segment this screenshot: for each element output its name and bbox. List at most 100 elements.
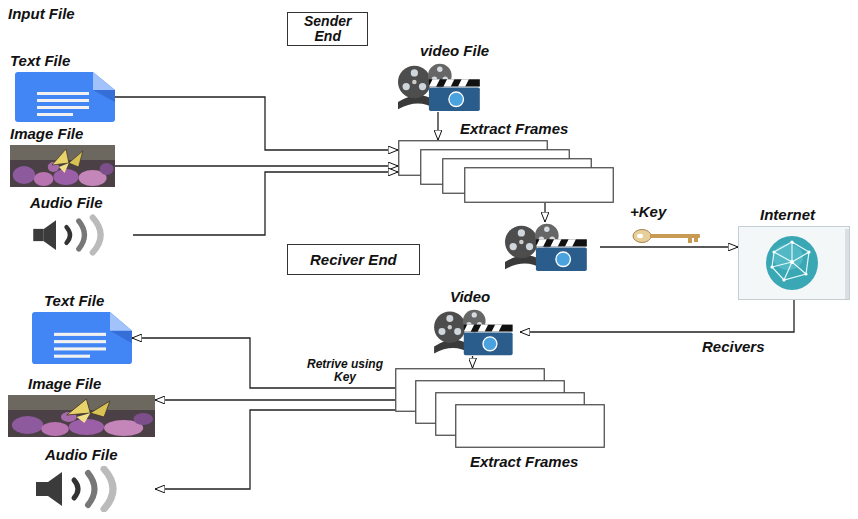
icon-part bbox=[790, 240, 793, 243]
icon-part bbox=[10, 145, 115, 187]
flow-arrow bbox=[600, 246, 738, 247]
icon-part bbox=[15, 72, 115, 122]
icon-part bbox=[93, 90, 115, 102]
flow-arrow bbox=[520, 300, 794, 332]
icon-part bbox=[398, 66, 431, 99]
key-symbol bbox=[633, 230, 700, 244]
audio-file-icon: Audio File bbox=[28, 214, 133, 256]
node-label: Image File bbox=[10, 125, 83, 142]
node-label: Text File bbox=[44, 292, 104, 309]
icon-part bbox=[782, 278, 785, 281]
icon-part bbox=[478, 325, 488, 332]
flow-arrow bbox=[115, 165, 398, 166]
edge-label: Retrive using Key bbox=[297, 358, 393, 384]
icon-part bbox=[465, 168, 614, 203]
internet-icon-drawing bbox=[738, 226, 850, 300]
icon-part bbox=[790, 260, 794, 264]
icon-part bbox=[458, 79, 469, 86]
icon-part bbox=[456, 405, 605, 448]
icon-part bbox=[536, 239, 587, 246]
video-file-icon bbox=[490, 222, 600, 272]
icon-part bbox=[770, 265, 773, 268]
icon-part bbox=[446, 315, 453, 322]
text-file-icon: Text File bbox=[15, 72, 115, 122]
icon-part bbox=[429, 79, 480, 86]
node-label: Extract Frames bbox=[460, 120, 568, 137]
key-hole bbox=[637, 234, 643, 238]
icon-part bbox=[54, 347, 106, 350]
icon-part bbox=[32, 312, 132, 364]
icon-part bbox=[37, 99, 89, 102]
note-label: Input File bbox=[8, 5, 75, 22]
icon-part bbox=[13, 166, 35, 184]
icon-part bbox=[519, 240, 524, 245]
node-label: video File bbox=[420, 42, 489, 59]
image-file-icon: Image File bbox=[8, 395, 155, 437]
icon-part bbox=[464, 325, 474, 332]
icon-part bbox=[54, 355, 90, 358]
key-bow bbox=[633, 230, 651, 243]
audio-file-icon-drawing bbox=[28, 214, 133, 256]
icon-part bbox=[807, 250, 810, 253]
icon-part bbox=[472, 312, 477, 317]
flow-arrow bbox=[437, 112, 438, 140]
node-label: Video bbox=[450, 288, 490, 305]
video-file-icon-drawing bbox=[392, 62, 484, 112]
icon-part bbox=[483, 337, 497, 351]
icon-part bbox=[510, 243, 517, 250]
image-file-icon-drawing bbox=[10, 145, 115, 187]
icon-part bbox=[93, 72, 115, 90]
flow-arrow bbox=[472, 356, 473, 368]
icon-part bbox=[8, 395, 155, 437]
key-tooth bbox=[688, 238, 692, 243]
icon-part bbox=[766, 236, 818, 290]
flow-arrow bbox=[133, 172, 398, 235]
node-label: Internet bbox=[760, 206, 815, 223]
frame-stack-drawing bbox=[395, 368, 605, 448]
key-tooth bbox=[694, 238, 698, 242]
icon-part bbox=[443, 79, 454, 86]
icon-part bbox=[48, 472, 62, 506]
icon-part bbox=[492, 325, 502, 332]
icon-part bbox=[772, 242, 809, 280]
icon-part bbox=[133, 413, 153, 425]
audio-file-icon-drawing bbox=[30, 466, 155, 512]
flow-arrow bbox=[155, 410, 395, 489]
edge-label: Recivers bbox=[700, 338, 767, 355]
flow-arrow bbox=[132, 338, 395, 388]
icon-part bbox=[772, 250, 775, 253]
icon-part bbox=[110, 331, 132, 343]
icon-part bbox=[412, 80, 417, 85]
icon-part bbox=[90, 401, 110, 417]
icon-part bbox=[12, 416, 43, 434]
icon-part bbox=[411, 69, 418, 76]
icon-part bbox=[454, 328, 461, 335]
icon-part bbox=[44, 220, 56, 250]
image-file-icon-drawing bbox=[8, 395, 155, 437]
icon-part bbox=[739, 227, 850, 300]
icon-part bbox=[505, 226, 538, 259]
icon-part bbox=[448, 325, 452, 329]
flow-arrow bbox=[115, 97, 398, 150]
edge-label: +Key bbox=[628, 203, 668, 220]
icon-part bbox=[41, 422, 68, 436]
icon-part bbox=[79, 221, 85, 249]
section-title: Reciver End bbox=[310, 251, 397, 268]
text-file-icon: Text File bbox=[32, 312, 132, 364]
icon-part bbox=[52, 149, 69, 165]
icon-part bbox=[100, 163, 114, 175]
icon-part bbox=[37, 113, 73, 116]
icon-part bbox=[33, 229, 44, 241]
video-file-icon: Video bbox=[425, 308, 520, 356]
icon-part bbox=[429, 87, 480, 111]
icon-part bbox=[845, 229, 849, 299]
icon-part bbox=[37, 106, 89, 109]
icon-part bbox=[53, 169, 78, 185]
icon-part bbox=[110, 312, 132, 331]
icon-part bbox=[438, 328, 445, 335]
frame-stack-drawing bbox=[398, 140, 614, 203]
section-box: Reciver End bbox=[287, 244, 420, 275]
icon-part bbox=[437, 67, 442, 72]
icon-part bbox=[88, 473, 95, 505]
node-label: Image File bbox=[28, 375, 101, 392]
